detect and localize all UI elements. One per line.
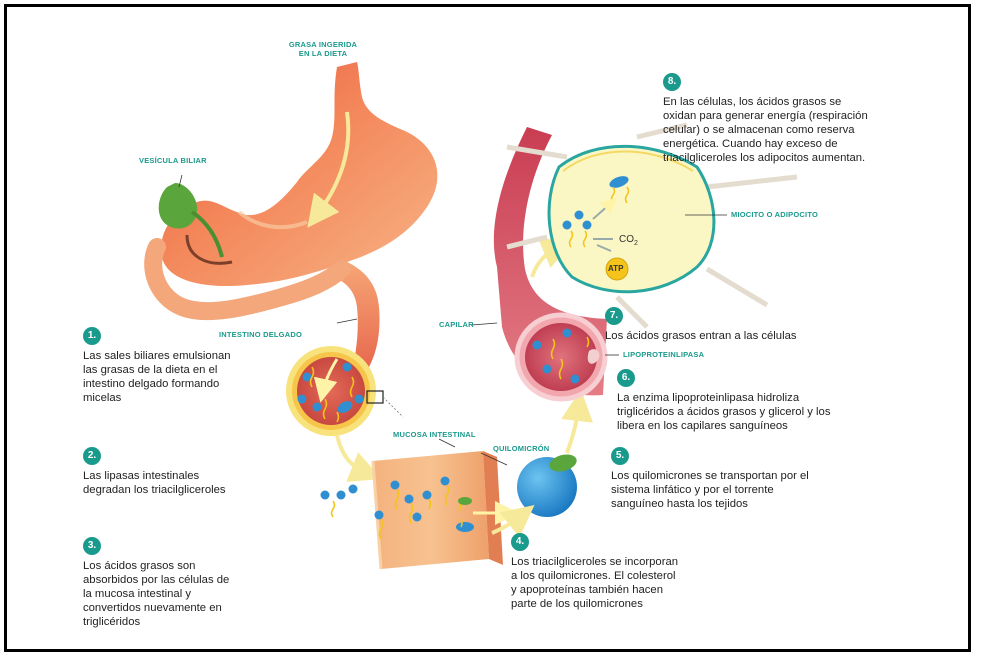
label-miocito-adipocito: MIOCITO O ADIPOCITO — [731, 211, 818, 220]
diagram-frame: GRASA INGERIDA EN LA DIETA VESÍCULA BILI… — [4, 4, 971, 652]
step-2-number: 2. — [83, 447, 101, 465]
label-vesicula-biliar: VESÍCULA BILIAR — [139, 157, 207, 166]
step-1-text: Las sales biliares emulsionan las grasas… — [83, 349, 233, 405]
label-lipoproteinlipasa: LIPOPROTEINLIPASA — [623, 351, 704, 360]
fatty-acids-glycerol — [321, 485, 358, 518]
step-7-text: Los ácidos grasos entran a las células — [605, 329, 845, 343]
step-7-number: 7. — [605, 307, 623, 325]
step-6-number: 6. — [617, 369, 635, 387]
label-capilar: CAPILAR — [439, 321, 474, 330]
label-mucosa-intestinal: MUCOSA INTESTINAL — [393, 431, 476, 440]
label-quilomicron: QUILOMICRÓN — [493, 445, 549, 454]
step-4-number: 4. — [511, 533, 529, 551]
step-1-number: 1. — [83, 327, 101, 345]
step-3-number: 3. — [83, 537, 101, 555]
co2-label: CO2 — [619, 234, 638, 247]
atp-label: ATP — [608, 264, 623, 273]
step-3-text: Los ácidos grasos son absorbidos por las… — [83, 559, 233, 630]
step-8-text: En las células, los ácidos grasos se oxi… — [663, 95, 873, 166]
intestinal-mucosa-block — [373, 451, 507, 569]
step-8-number: 8. — [663, 73, 681, 91]
step-6-text: La enzima lipoproteinlipasa hidroliza tr… — [617, 391, 857, 433]
step-5-text: Los quilomicrones se transportan por el … — [611, 469, 821, 511]
step-2-text: Las lipasas intestinales degradan los tr… — [83, 469, 233, 497]
label-intestino-delgado: INTESTINO DELGADO — [219, 331, 302, 340]
step-4-text: Los triacilgliceroles se incorporan a lo… — [511, 555, 681, 611]
stomach-shape — [161, 62, 437, 286]
label-grasa-ingerida: GRASA INGERIDA EN LA DIETA — [283, 41, 363, 58]
gallbladder-shape — [159, 183, 197, 229]
step-5-number: 5. — [611, 447, 629, 465]
